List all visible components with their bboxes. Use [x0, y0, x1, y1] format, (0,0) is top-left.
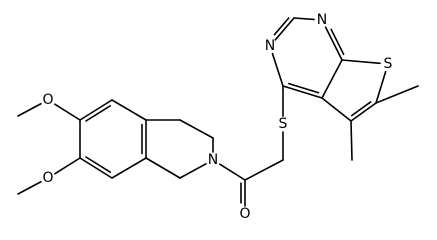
double-bond-line: [350, 102, 377, 122]
single-bond-line: [218, 163, 246, 181]
double-bond-inner-line: [273, 17, 290, 36]
single-bond-line: [53, 157, 81, 175]
single-bond-line: [111, 157, 147, 179]
atom-label-background: [41, 93, 55, 107]
thiophene-sulfur-label: S: [384, 56, 393, 72]
single-bond-line: [375, 85, 419, 104]
atom-label-layer: N N S S N O O O: [41, 12, 395, 222]
atom-label-background: [206, 153, 220, 167]
single-bond-line: [145, 157, 181, 179]
single-bond-line: [244, 159, 284, 181]
atom-label-background: [41, 171, 55, 185]
methoxy-oxygen-7-label: O: [42, 170, 53, 186]
double-bond-line: [324, 26, 343, 61]
single-bond-line: [179, 163, 207, 179]
pyrimidine-nitrogen-3-label: N: [265, 38, 275, 54]
methoxy-oxygen-6-label: O: [42, 92, 53, 108]
double-bond-line: [79, 99, 113, 121]
single-bond-line: [111, 99, 147, 121]
single-bond-line: [350, 120, 353, 161]
single-bond-line: [17, 180, 42, 195]
single-bond-line: [179, 119, 214, 139]
double-bond-line: [79, 157, 113, 179]
atom-label-background: [315, 13, 329, 27]
double-bond-inner-line: [85, 104, 112, 122]
atom-label-background: [238, 207, 252, 221]
double-bond-line: [282, 85, 323, 99]
single-bond-line: [321, 97, 352, 122]
carbonyl-oxygen-label: O: [239, 206, 250, 222]
single-bond-line: [53, 103, 81, 121]
double-bond-inner-line: [288, 82, 320, 94]
single-bond-line: [321, 59, 343, 99]
double-bond-line: [274, 17, 295, 41]
amide-nitrogen-label: N: [208, 152, 218, 168]
atom-label-background: [263, 39, 277, 53]
single-bond-line: [341, 59, 381, 65]
atom-label-background: [276, 117, 290, 131]
bond-layer: [17, 17, 419, 207]
atom-label-background: [381, 57, 395, 71]
double-bond-inner-line: [85, 156, 112, 174]
molecule-structure-drawing: N N S S N O O O: [17, 12, 419, 222]
single-bond-line: [17, 102, 42, 117]
pyrimidine-nitrogen-1-label: N: [317, 12, 327, 28]
double-bond-inner-line: [350, 101, 372, 117]
single-bond-line: [271, 52, 284, 87]
single-bond-line: [293, 17, 315, 21]
double-bond-inner-line: [330, 28, 345, 56]
thioether-sulfur-label: S: [279, 116, 288, 132]
single-bond-line: [375, 70, 387, 104]
